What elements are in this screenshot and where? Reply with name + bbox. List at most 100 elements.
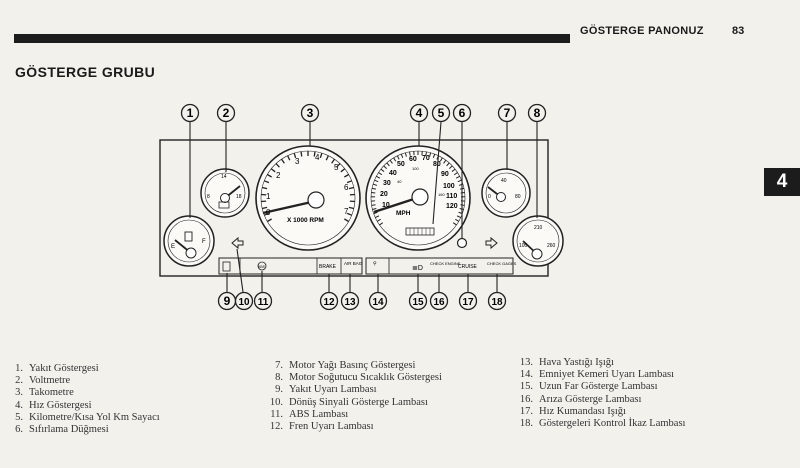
brake-lamp-label: BRAKE (319, 264, 337, 270)
right-turn-arrow-icon (485, 236, 498, 250)
dial-tick (443, 159, 447, 164)
svg-text:18: 18 (236, 194, 242, 200)
dial-tick (348, 186, 354, 190)
callout-number: 8 (534, 106, 541, 120)
callout-number: 16 (433, 297, 445, 308)
dial-tick (452, 222, 457, 226)
callout-number: 15 (412, 297, 424, 308)
dial-tick (453, 172, 458, 176)
speed-tick-label: 50 (397, 161, 405, 168)
leader-lines (189, 121, 538, 293)
tach-tick-label: 3 (295, 157, 300, 166)
callout-number: 5 (438, 106, 445, 120)
dial-tick (379, 222, 384, 226)
speed-tick-label: 10 (382, 202, 390, 209)
svg-text:80: 80 (515, 194, 521, 200)
svg-text:0: 0 (488, 194, 491, 200)
dial-tick (264, 180, 270, 184)
callout-number: 4 (416, 106, 423, 120)
callout-circle (234, 291, 254, 311)
dial-tick (451, 168, 456, 172)
callout-circle (431, 103, 451, 123)
speed-tick-label: 20 (380, 191, 388, 198)
callout-number: 11 (258, 297, 269, 308)
speed-unit: MPH (396, 210, 411, 217)
callout-circle (180, 103, 200, 123)
dial-tick (264, 212, 270, 216)
dial-tick (404, 152, 407, 157)
dial-tick (280, 158, 285, 164)
dial-tick (331, 158, 336, 164)
dial-tick (432, 153, 436, 158)
legend-item: 8.Motor Soğutucu Sıcaklık Göstergesi (275, 372, 442, 384)
legend-item: 16.Arıza Gösterge Lambası (519, 393, 642, 405)
check-engine-label: CHECK ENGINE (430, 261, 461, 266)
dial-tick (372, 208, 377, 210)
callout-number: 6 (459, 106, 466, 120)
dial-tick (456, 215, 461, 219)
speed-tick-label: 100 (443, 183, 455, 190)
tach-tick-label: 0 (266, 208, 271, 217)
dial-tick (376, 175, 381, 179)
dial-tick (262, 206, 268, 210)
legend-item: 7.Motor Yağı Basınç Göstergesi (275, 360, 416, 371)
legend-column-2: 7.Motor Yağı Basınç Göstergesi 8.Motor S… (268, 360, 442, 433)
legend-item: 3.Takometre (15, 387, 74, 399)
callout-circle (429, 291, 449, 311)
tach-tick-label: 5 (334, 163, 339, 172)
callout-circle (340, 291, 360, 311)
fuel-pump-icon (184, 231, 193, 242)
dial-tick (344, 173, 350, 178)
legend-item: 14.Emniyet Kemeri Uyarı Lambası (519, 369, 674, 381)
callout-circle (458, 291, 478, 311)
svg-text:8: 8 (207, 194, 210, 200)
callout-number: 18 (491, 297, 503, 308)
dial-tick (300, 151, 303, 157)
tach-tick-label: 6 (344, 183, 349, 192)
left-turn-arrow-icon (231, 236, 244, 250)
dial-tick (348, 206, 354, 210)
fuel-warning-icon (222, 261, 231, 272)
callout-number: 2 (223, 106, 230, 120)
speed-tick-label: 30 (383, 180, 391, 187)
dial-tick (372, 183, 378, 186)
dial-tick (266, 218, 272, 223)
legend-item: 15.Uzun Far Gösterge Lambası (519, 381, 658, 393)
legend-item: 11.ABS Lambası (270, 408, 349, 420)
kmh-tick-label: 160 (438, 192, 445, 197)
svg-text:260: 260 (547, 243, 556, 249)
fuel-gauge: E F (163, 215, 215, 267)
speed-tick-label: 110 (446, 193, 457, 200)
speed-tick-label: 60 (409, 156, 417, 163)
abs-lamp-icon (257, 261, 267, 271)
svg-text:210: 210 (534, 225, 543, 231)
oil-pressure-gauge: 0 40 80 (481, 168, 531, 218)
speedometer-hub (411, 188, 429, 206)
dial-tick (378, 172, 383, 176)
legend-item: 6.Sıfırlama Düğmesi (15, 424, 109, 436)
callout-circle (216, 103, 236, 123)
callout-number: 7 (504, 106, 511, 120)
dial-tick (371, 187, 377, 190)
tach-tick-label: 4 (315, 153, 320, 162)
svg-text:E: E (171, 244, 175, 250)
dial-tick (400, 153, 404, 158)
dial-tick (429, 152, 432, 157)
coolant-temp-gauge: 100 210 260 (512, 215, 564, 267)
dial-tick (375, 215, 380, 219)
kmh-tick-label: 100 (412, 166, 419, 171)
tachometer-needle (262, 199, 317, 215)
callout-circle (319, 291, 339, 311)
dial-tick (386, 162, 390, 167)
speed-tick-label: 90 (441, 171, 449, 178)
legend-item: 9.Yakıt Uyarı Lambası (275, 384, 377, 396)
dial-tick (457, 179, 462, 183)
callout-circle (300, 103, 320, 123)
dial-tick (319, 152, 323, 159)
svg-text:40: 40 (501, 178, 507, 184)
legend-item: 4.Hız Göstergesi (15, 399, 92, 411)
left-warning-strip (218, 257, 363, 275)
svg-text:F: F (202, 239, 206, 245)
dial-tick (373, 211, 378, 215)
dial-tick (383, 165, 387, 169)
